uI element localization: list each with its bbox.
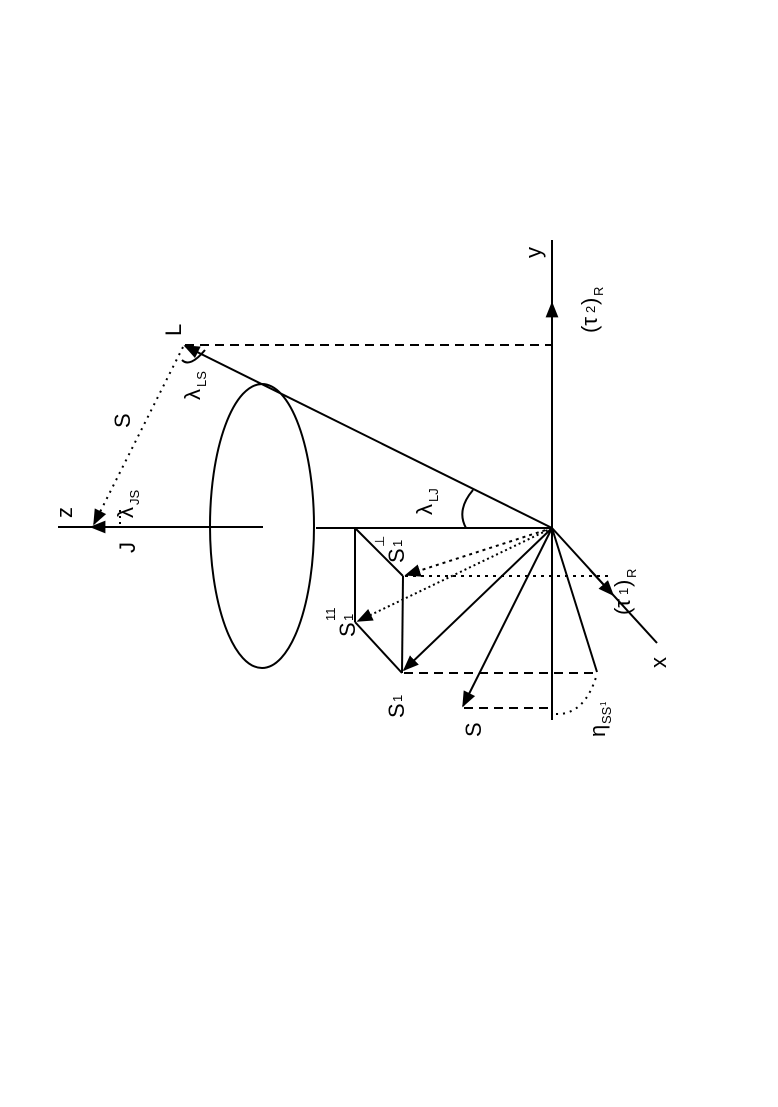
svg-text:L: L [161,324,186,336]
svg-text:η: η [585,725,610,737]
vector-S [462,527,553,708]
svg-text:z: z [52,507,77,518]
svg-text:SS: SS [599,706,614,724]
vector-L [183,345,553,529]
svg-text:1: 1 [599,701,608,706]
svg-text:LJ: LJ [426,488,441,502]
box-edge-3 [354,621,403,674]
svg-text:11: 11 [323,608,338,622]
svg-text:J: J [115,542,140,553]
svg-text:S: S [110,413,135,428]
svg-text:2: 2 [583,306,598,313]
svg-text:1: 1 [390,695,405,702]
label-lambda-LJ: λ LJ [412,488,441,515]
label-S-bottom: S [461,722,486,737]
svg-text:λ: λ [113,507,138,518]
eta-arc [555,673,598,716]
vector-S1 [402,527,553,672]
svg-text:S: S [461,722,486,737]
label-eta: η SS 1 [585,701,614,737]
svg-text:1: 1 [390,540,405,547]
svg-text:⊥: ⊥ [372,536,387,547]
svg-text:JS: JS [127,490,142,506]
svg-text:): ) [610,580,635,587]
label-tau1: (τ 1 ) R [610,569,639,615]
label-tau2: (τ 2 ) R [577,287,606,333]
svg-text:): ) [577,298,602,305]
svg-text:(τ: (τ [610,599,635,615]
label-S1-perp: S 1 ⊥ [372,536,409,563]
vector-S-LJ [93,346,184,526]
label-lambda-JS: λ JS [113,490,142,519]
svg-text:1: 1 [616,588,631,595]
svg-text:S: S [384,703,409,718]
lambda-LS-arc [181,349,206,364]
vector-S1-perp [404,527,553,577]
label-J: J [115,542,140,553]
lambda-LJ-arc [461,489,474,529]
label-S1-parallel: S 1 11 [323,608,360,638]
label-z: z [52,507,77,518]
tau1-arrow [589,569,615,597]
box-edge-2 [354,527,404,577]
svg-text:λ: λ [412,504,437,515]
label-y: y [521,247,546,258]
svg-text:R: R [591,287,606,296]
svg-text:S: S [384,548,409,563]
label-lambda-LS: λ LS [180,371,209,400]
label-S-top: S [110,413,135,428]
svg-text:y: y [521,247,546,258]
label-L: L [161,324,186,336]
svg-text:x: x [646,657,671,668]
vector-S1-parallel [356,527,553,622]
label-S1: S 1 [384,695,409,718]
box-edge-4 [401,575,404,674]
svg-text:λ: λ [180,389,205,400]
svg-text:(τ: (τ [577,317,602,333]
label-x: x [646,657,671,668]
vector-S1-projection [551,527,598,673]
svg-text:R: R [624,569,639,578]
svg-text:LS: LS [194,371,209,387]
svg-text:S: S [335,622,360,637]
svg-text:1: 1 [341,614,356,621]
